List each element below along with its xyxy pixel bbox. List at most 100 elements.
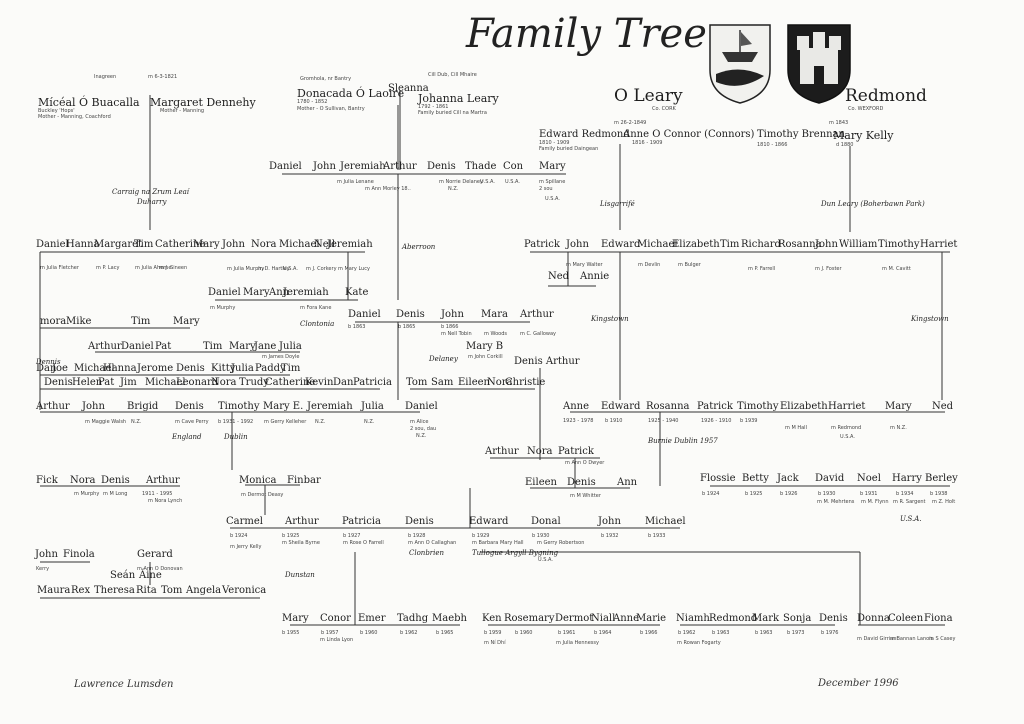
life-note: b 1863 bbox=[348, 324, 366, 330]
person-name: Noel bbox=[857, 473, 881, 484]
person-name: Sam bbox=[431, 377, 454, 388]
person-name: Mary bbox=[173, 316, 200, 327]
person-name: William bbox=[839, 239, 878, 250]
life-note: m Bannan Lanois bbox=[890, 636, 934, 642]
life-note: b 1962 bbox=[400, 630, 418, 636]
person-name: John bbox=[566, 239, 589, 250]
life-note: m M Hall bbox=[785, 425, 807, 431]
life-note: m S Casey bbox=[929, 636, 956, 642]
person-name: Fiona bbox=[924, 613, 953, 624]
life-note: m Ann O Dwyer bbox=[565, 460, 605, 466]
person-name: Hanna bbox=[103, 363, 137, 374]
life-note: b 1939 bbox=[740, 418, 758, 424]
life-note: b 1964 bbox=[594, 630, 612, 636]
person-name: Edward bbox=[601, 239, 641, 250]
life-note: m Dermot Deasy bbox=[241, 492, 284, 498]
person-name: Áine bbox=[139, 570, 162, 581]
place-note: Clonbrien bbox=[409, 549, 445, 557]
person-name: Daniel bbox=[405, 401, 438, 412]
person-name: Donna bbox=[857, 613, 890, 624]
person-name: Maura bbox=[37, 585, 71, 596]
life-note: m Julia Aherne bbox=[135, 265, 172, 271]
life-note: Buckley 'Hops' bbox=[38, 108, 75, 114]
life-note: b 1959 bbox=[484, 630, 502, 636]
person-name: Edward Redmond bbox=[539, 129, 630, 140]
life-note: b 1924 bbox=[230, 533, 248, 539]
life-note: b 1926 bbox=[780, 491, 798, 497]
person-name: Patrick bbox=[524, 239, 560, 250]
place-note: Dublin bbox=[224, 433, 248, 441]
person-name: Jeremiah bbox=[283, 287, 329, 298]
person-name: Veronica bbox=[222, 585, 267, 596]
person-name: Donal bbox=[531, 516, 561, 527]
life-note: U.S.A. bbox=[538, 557, 553, 563]
person-name: Timothy bbox=[878, 239, 920, 250]
person-name: Mary bbox=[243, 287, 270, 298]
place-note: Delaney bbox=[429, 355, 458, 363]
life-note: d 1880 bbox=[836, 142, 854, 148]
life-note: b 1932 bbox=[601, 533, 619, 539]
life-note: m Linda Lyon bbox=[320, 637, 354, 643]
person-name: Annie bbox=[580, 271, 610, 282]
person-name: Timothy bbox=[737, 401, 779, 412]
life-note: 1810 - 1866 bbox=[757, 142, 788, 148]
crest-right-name: Redmond bbox=[845, 86, 927, 106]
life-note: m M. Mehrtens bbox=[817, 499, 855, 505]
life-note: b 1963 bbox=[712, 630, 730, 636]
life-note: b 1938 bbox=[930, 491, 948, 497]
life-note: 1810 - 1909 bbox=[539, 140, 570, 146]
life-note: N.Z. bbox=[416, 433, 427, 439]
person-name: Ned bbox=[548, 271, 570, 282]
life-note: U.S.A. bbox=[840, 434, 855, 440]
person-name: Daniel bbox=[208, 287, 241, 298]
person-name: Arthur bbox=[520, 309, 554, 320]
place-note: England bbox=[172, 433, 202, 441]
life-note: m Fora Kane bbox=[300, 305, 332, 311]
person-name: Tim bbox=[134, 239, 154, 250]
life-note: m Gerry Kelleher bbox=[264, 419, 307, 425]
person-name: Maebh bbox=[432, 613, 467, 624]
life-note: b 1933 bbox=[648, 533, 666, 539]
place-note: Dun Leary (Boherbawn Park) bbox=[821, 200, 925, 208]
life-note: m Jerry Kelly bbox=[230, 544, 262, 550]
life-note: m N.Z. bbox=[890, 425, 907, 431]
person-name: Edward bbox=[469, 516, 509, 527]
life-note: 1926 - 1910 bbox=[701, 418, 732, 424]
life-note: Mother - Manning bbox=[160, 108, 205, 114]
person-name: Kate bbox=[345, 287, 369, 298]
person-name: Johanna Leary bbox=[418, 92, 499, 105]
life-note: m M Whitter bbox=[570, 493, 601, 499]
person-name: Fick bbox=[36, 475, 58, 486]
life-note: m Z. Holt bbox=[932, 499, 956, 505]
person-name: Michael bbox=[279, 239, 320, 250]
person-name: Marie bbox=[636, 613, 667, 624]
person-name: Carmel bbox=[226, 516, 263, 527]
person-name: Rosanna bbox=[778, 239, 822, 250]
crest-right-place: Co. WEXFORD bbox=[848, 106, 884, 112]
life-note: m J. Corkery bbox=[306, 266, 337, 272]
person-name: Donacada Ó Laoire bbox=[297, 87, 405, 100]
person-name: mora bbox=[40, 316, 67, 327]
life-note: Family buried Cill na Martra bbox=[418, 110, 487, 116]
person-name: Mary B bbox=[466, 341, 504, 352]
life-note: b 1976 bbox=[821, 630, 839, 636]
life-note: m M Long bbox=[103, 491, 128, 497]
person-name: Nell bbox=[314, 239, 336, 250]
life-note: Mother - O Sullivan, Bantry bbox=[297, 106, 365, 112]
life-note: m Woods bbox=[484, 331, 508, 337]
person-name: Arthur bbox=[485, 446, 519, 457]
person-name: Julia bbox=[361, 401, 384, 412]
person-name: Sleanna bbox=[388, 83, 429, 94]
life-note: m Alice bbox=[410, 419, 429, 425]
life-note: m Devlin bbox=[638, 262, 661, 268]
person-name: Jeremiah bbox=[340, 161, 386, 172]
person-name: Catherine bbox=[265, 377, 316, 388]
person-name: Eileen bbox=[458, 377, 490, 388]
person-name: Denis bbox=[427, 161, 456, 172]
life-note: Family buried Daingean bbox=[539, 146, 599, 152]
person-name: Eileen bbox=[525, 477, 557, 488]
life-note: U.S.A. bbox=[505, 179, 520, 185]
person-name: Tim bbox=[720, 239, 740, 250]
person-name: Julia bbox=[279, 341, 302, 352]
